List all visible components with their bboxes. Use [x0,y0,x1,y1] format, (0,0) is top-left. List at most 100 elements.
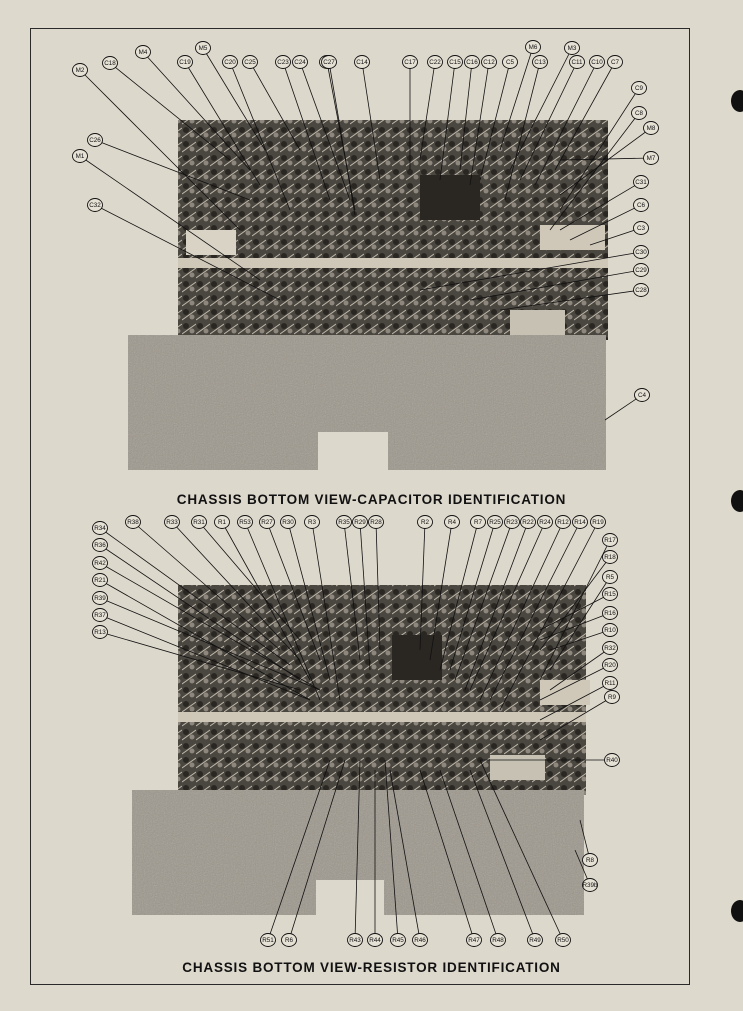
resistor-leader-line [439,769,499,941]
resistor-leader-line [539,539,611,681]
resistor-callout-bubble [92,521,108,535]
capacitor-leader-line [559,157,652,161]
capacitor-callout-bubble [402,55,418,69]
resistor-leader-line [266,521,321,661]
capacitor-callouts: M2C18M4M5C19C20C25C23C24C27C14C17C22C15C… [72,40,659,421]
capacitor-leader-line [569,204,642,241]
capacitor-leader-line [549,112,640,231]
resistor-callout-bubble [527,933,543,947]
capacitor-leader-line [509,47,573,171]
resistor-callout-label: R13 [94,629,106,636]
resistor-leader-line [99,614,311,701]
resistor-leader-line [539,556,611,651]
capacitor-callout-label: C30 [635,249,647,256]
resistor-callout-bubble [417,515,433,529]
resistor-callout-bubble [237,515,253,529]
resistor-leader-line [311,521,341,701]
resistor-callout-bubble [487,515,503,529]
capacitor-callout-bubble [525,40,541,54]
resistor-callout-bubble [92,573,108,587]
top-chassis [128,120,608,472]
resistor-callout-label: R7 [474,519,483,526]
capacitor-callout-label: C25 [244,59,256,66]
capacitor-leader-line [559,181,642,231]
capacitor-callout-label: M7 [647,155,656,162]
capacitor-callout-bubble [633,263,649,277]
capacitor-caption: CHASSIS BOTTOM VIEW-CAPACITOR IDENTIFICA… [176,492,567,507]
capacitor-callout-label: C28 [635,287,647,294]
capacitor-callout-label: M6 [529,44,538,51]
capacitor-callout-bubble [633,198,649,212]
resistor-callout-bubble [466,933,482,947]
resistor-callout-bubble [602,641,618,655]
capacitor-callout-label: M1 [76,153,85,160]
capacitor-callout-bubble [87,133,103,147]
resistor-callout-label: R31 [193,519,205,526]
resistor-leader-line [99,527,291,666]
resistor-callout-bubble [260,933,276,947]
capacitor-callout-bubble [292,55,308,69]
capacitor-leader-line [504,61,541,201]
resistor-leader-line [99,544,301,681]
resistor-leader-line [171,521,301,661]
capacitor-callout-label: M8 [647,125,656,132]
capacitor-callout-bubble [633,283,649,297]
resistor-callout-bubble [602,676,618,690]
resistor-leader-line [449,521,496,671]
resistor-callout-bubble [214,515,230,529]
resistor-callout-bubble [537,515,553,529]
resistor-leader-line [464,521,529,691]
resistor-leader-line [99,631,301,691]
resistor-callout-label: R18 [604,554,616,561]
capacitor-callout-label: C3 [637,225,646,232]
capacitor-callout-bubble [447,55,463,69]
resistor-leader-line [429,521,453,661]
capacitor-callout-bubble [633,245,649,259]
resistor-callout-bubble [590,515,606,529]
resistor-callout-label: R44 [369,937,381,944]
resistor-callout-label: R32 [604,645,616,652]
capacitor-callout-bubble [275,55,291,69]
capacitor-leader-line [589,227,642,246]
capacitor-callout-bubble [643,151,659,165]
capacitor-callout-label: C26 [89,137,101,144]
capacitor-callout-label: C19 [179,59,191,66]
capacitor-leader-line [202,47,266,151]
capacitor-leader-line [328,61,356,216]
resistor-callout-label: R19 [592,519,604,526]
capacitor-callout-label: C8 [635,110,644,117]
resistor-leader-line [489,521,581,701]
resistor-callout-bubble [602,623,618,637]
resistor-leader-line [539,612,611,641]
resistor-leader-line [375,521,381,651]
resistor-leader-line [539,664,611,701]
capacitor-callout-label: C20 [224,59,236,66]
capacitor-callout-label: C22 [429,59,441,66]
resistor-callout-label: R24 [539,519,551,526]
resistor-callout-bubble [336,515,352,529]
resistor-leader-line [288,759,346,941]
resistor-callout-label: R37 [94,612,106,619]
capacitor-leader-line [439,61,456,181]
capacitor-leader-line [299,61,351,201]
resistor-callout-bubble [602,606,618,620]
resistor-callout-bubble [602,587,618,601]
resistor-callout-bubble [259,515,275,529]
resistor-callout-label: R11 [604,680,616,687]
resistor-leader-line [479,521,564,701]
resistor-callout-label: R25 [489,519,501,526]
resistor-callout-label: R29 [354,519,366,526]
resistor-callout-label: R39b [582,882,598,889]
resistor-leader-line [267,759,331,941]
capacitor-callout-bubble [354,55,370,69]
capacitor-callout-label: C10 [591,59,603,66]
resistor-callout-label: R4 [448,519,457,526]
capacitor-leader-line [419,251,642,291]
resistor-callout-bubble [92,591,108,605]
capacitor-callout-bubble [532,55,548,69]
resistor-callout-bubble [602,658,618,672]
capacitor-callout-bubble [607,55,623,69]
resistor-callout-bubble [470,515,486,529]
resistor-callout-label: R28 [370,519,382,526]
capacitor-callout-label: M4 [139,49,148,56]
